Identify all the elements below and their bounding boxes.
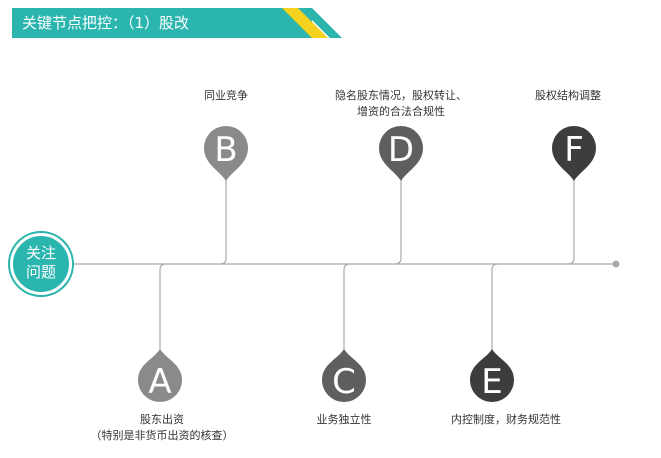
node-e-letter: E <box>481 362 502 402</box>
hub-label: 关注 问题 <box>10 244 72 282</box>
connector-f <box>567 164 575 265</box>
node-a-pin: A <box>138 349 182 402</box>
caption-a-line1: 股东出资 <box>140 413 184 426</box>
caption-b: 同业竞争 <box>204 88 248 104</box>
connector-b <box>219 164 227 265</box>
connector-d <box>394 164 402 265</box>
caption-f-line1: 股权结构调整 <box>535 89 601 102</box>
node-b-pin: B <box>204 126 248 181</box>
caption-c-line1: 业务独立性 <box>316 413 372 426</box>
caption-c: 业务独立性 <box>317 412 372 428</box>
node-a-letter: A <box>148 362 171 402</box>
hub-label-line1: 关注 <box>25 244 56 262</box>
caption-d-line1: 隐名股东情况，股权转让、 <box>335 89 467 102</box>
node-f-pin: F <box>552 126 596 181</box>
connector-c <box>343 263 351 364</box>
title-stripe-teal <box>300 8 342 38</box>
timeline-end-dot <box>612 260 620 268</box>
caption-f: 股权结构调整 <box>535 88 601 104</box>
node-b-letter: B <box>214 130 237 170</box>
hub-circle <box>10 233 72 295</box>
caption-a: 股东出资 （特别是非货币出资的核查） <box>91 412 234 444</box>
caption-a-line2: （特别是非货币出资的核查） <box>90 429 234 442</box>
caption-e: 内控制度，财务规范性 <box>451 412 561 428</box>
node-f-letter: F <box>564 130 584 170</box>
title-stripe-yellow <box>282 8 328 38</box>
node-c-pin: C <box>322 349 366 402</box>
title-bar <box>12 8 312 38</box>
connector-a <box>159 263 167 364</box>
node-d-letter: D <box>388 130 414 170</box>
node-d-pin: D <box>379 126 423 181</box>
node-c-letter: C <box>332 362 356 402</box>
caption-d-line2: 增资的合法合规性 <box>357 105 445 118</box>
page-title: 关键节点把控：（1）股改 <box>22 14 190 32</box>
caption-d: 隐名股东情况，股权转让、 增资的合法合规性 <box>335 88 467 120</box>
caption-b-line1: 同业竞争 <box>204 89 248 102</box>
node-e-pin: E <box>470 349 514 402</box>
hub-label-line2: 问题 <box>25 263 56 281</box>
connector-e <box>491 263 499 364</box>
caption-e-line1: 内控制度，财务规范性 <box>451 413 561 426</box>
